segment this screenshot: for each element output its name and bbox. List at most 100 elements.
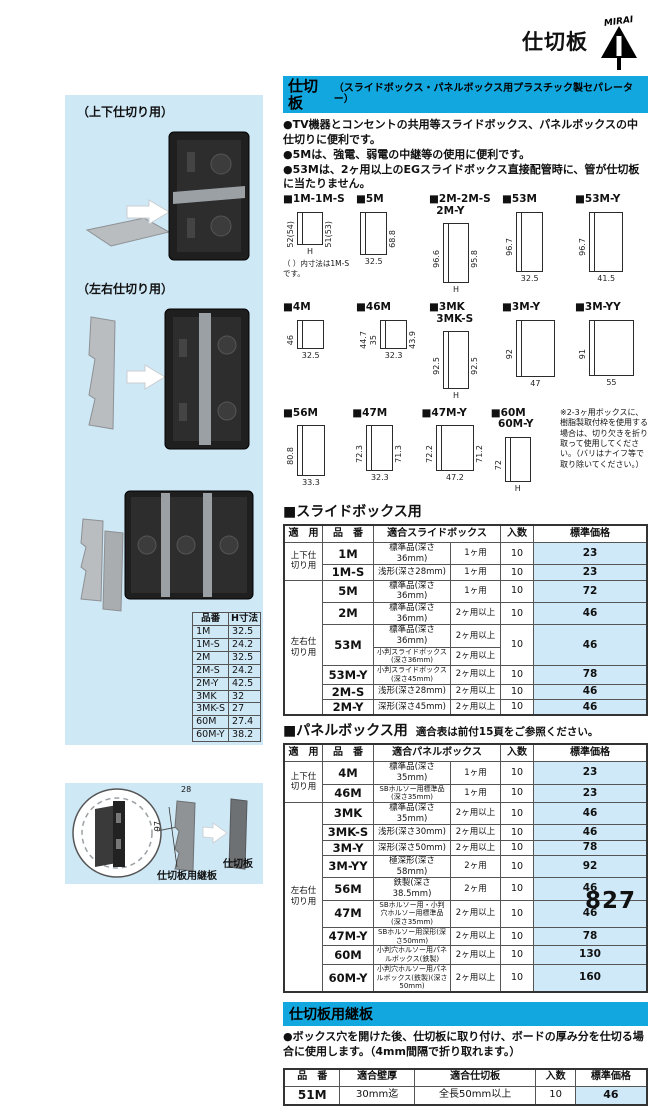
dim-bottom: 41.5: [597, 273, 616, 283]
cell-price: 46: [533, 824, 648, 841]
col-header: 標準価格: [574, 1068, 648, 1087]
dim-bottom: 32.3: [384, 350, 403, 360]
cell-use: 2ヶ用以上: [450, 963, 501, 993]
col-no: 品 番: [322, 743, 374, 763]
cell: 42.5: [228, 676, 261, 691]
col-apply: 適 用: [283, 743, 323, 763]
cell-fit: 深形(深さ50mm): [373, 839, 451, 857]
cell: 32.5: [228, 650, 261, 665]
cell-product-no: 2M-Y: [322, 698, 374, 716]
dim-bottom: 47: [530, 379, 541, 388]
diagram-box-wrap: H: [297, 211, 323, 256]
part-flange-line: [448, 332, 449, 388]
dim-left: 44.7: [359, 330, 368, 349]
part-flange-line: [509, 437, 511, 482]
cell-fit: 標準品(深さ36mm): [373, 602, 451, 626]
cell-fit: 小判スライドボックス(深さ36mm): [373, 646, 451, 667]
dim-left: 96.7: [578, 238, 587, 257]
part-flange-line: [302, 426, 303, 475]
dim-right: 51(53): [324, 220, 333, 248]
part-outline: [443, 331, 469, 389]
cell-qty: 10: [500, 839, 534, 857]
part-outline: [366, 425, 394, 471]
dim-left: 91: [578, 348, 587, 359]
cell: 27: [228, 702, 261, 717]
cell-price: 23: [533, 761, 648, 785]
photo-leftright-partition: [88, 308, 250, 450]
tsugiita-dim-height: 97: [153, 821, 162, 832]
cell-use: 2ヶ用以上: [450, 698, 501, 716]
part-outline: [360, 211, 388, 256]
photo-tsugiita: [72, 788, 248, 878]
col-fit: 適合スライドボックス: [373, 524, 501, 544]
bullet-3: ●53Mは、2ヶ用以上のEGスライドボックス直接配管時に、管が仕切板に当たりませ…: [283, 162, 640, 191]
part-outline: [516, 319, 555, 377]
table-row: 小判スライドボックス(深さ36mm)2ヶ用以上: [284, 646, 647, 667]
cell-qty: 10: [500, 698, 534, 716]
part-outline: [435, 425, 475, 471]
tsugiita-title-bar: 仕切板用継板: [283, 1002, 648, 1027]
col-header: 品番: [192, 612, 230, 627]
cell-qty: 10: [500, 683, 534, 700]
cell-qty: 10: [500, 963, 534, 993]
page-title: 仕切板: [288, 77, 319, 112]
dim-right: 71.2: [475, 444, 485, 463]
cell-fit: 小判穴ホルソー用パネルボックス(鉄製)(深さ50mm): [373, 963, 451, 993]
part-flange-line: [302, 212, 303, 244]
cell-fit: SBホルソー用・小判穴ホルソー用標準品(深さ35mm): [373, 899, 451, 928]
part-flange-line: [365, 212, 366, 255]
cell-product-no: 3M-Y: [322, 839, 374, 857]
cell-use: 2ヶ用以上: [450, 624, 501, 648]
diagram-label: ■46M: [356, 301, 391, 314]
cell-fit: 鉄製(深さ38.5mm): [373, 877, 451, 901]
cell-use: 2ヶ用以上: [450, 802, 501, 826]
cell-product-no: 4M: [322, 761, 374, 785]
dim-left: 72: [493, 459, 503, 471]
diagram-label: ■5M: [356, 193, 384, 206]
slide-section-title: ■スライドボックス用: [283, 504, 422, 521]
cell-qty: 10: [500, 926, 534, 947]
cell: 30mm迄: [339, 1085, 415, 1106]
panel-section-title: ■パネルボックス用: [283, 723, 408, 740]
main-column: 仕切板 （スライドボックス・パネルボックス用プラスチック製セパレーター） ●TV…: [283, 76, 648, 1106]
mirai-logo-icon: MIRAI: [601, 15, 637, 70]
dim-left: 52(54): [286, 220, 295, 248]
cell-qty: 10: [500, 761, 534, 785]
dim-left: 96.6: [432, 249, 441, 268]
dim-right: 43.9: [408, 330, 418, 349]
cell-use: 2ヶ用: [450, 877, 501, 901]
cell-fit: SBホルソー用標準品(深さ35mm): [373, 783, 451, 804]
col-header: 適合仕切板: [413, 1068, 537, 1087]
diagram-note: （ ）内寸法は1M-Sです。: [283, 258, 350, 278]
cell-price: 78: [533, 926, 648, 947]
cell-qty: 10: [500, 579, 534, 604]
cell: 2M-Y: [192, 676, 230, 691]
dim-left: 92: [505, 348, 514, 359]
diagram-box-wrap: H: [443, 223, 469, 294]
dim-inner: 35: [369, 334, 378, 345]
cell-price: 160: [533, 963, 648, 993]
cell-qty: 10: [500, 602, 534, 626]
dim-bottom: 32.5: [364, 257, 383, 267]
part-outline: [504, 436, 531, 483]
diagram-body: 96.7 41.5: [578, 211, 648, 283]
col-header: 品 番: [283, 1068, 341, 1087]
cell-fit: 浅形(深さ28mm): [373, 683, 451, 700]
diagram-body: 92 47: [505, 319, 575, 388]
col-apply: 適 用: [283, 524, 323, 544]
cell: 1M: [192, 625, 230, 639]
cell: 38.2: [228, 728, 261, 742]
